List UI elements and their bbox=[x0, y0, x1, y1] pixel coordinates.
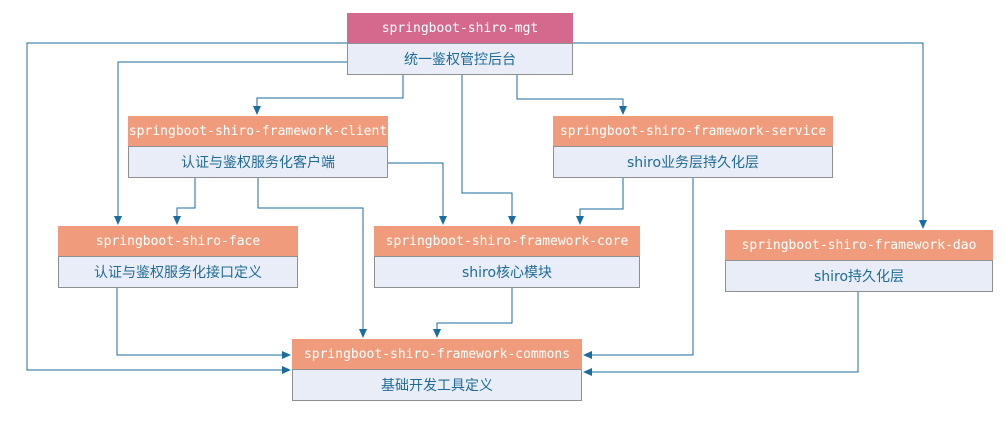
node-title: springboot-shiro-framework-client bbox=[128, 116, 388, 146]
edge-core-to-commons bbox=[433, 288, 513, 338]
node-title: springboot-shiro-face bbox=[58, 226, 298, 256]
node-subtitle: 认证与鉴权服务化客户端 bbox=[128, 146, 388, 178]
edge-mgt-to-face bbox=[114, 61, 347, 225]
node-springboot-shiro-framework-commons: springboot-shiro-framework-commons 基础开发工… bbox=[292, 339, 582, 401]
edge-mgt-to-commons bbox=[26, 42, 347, 374]
node-title: springboot-shiro-mgt bbox=[347, 13, 573, 43]
node-subtitle: shiro持久化层 bbox=[725, 260, 993, 292]
edge-face-to-commons bbox=[116, 288, 291, 359]
node-subtitle: 统一鉴权管控后台 bbox=[347, 43, 573, 75]
edge-client-to-core bbox=[388, 162, 447, 225]
edge-mgt-to-service bbox=[516, 74, 627, 115]
node-subtitle: shiro业务层持久化层 bbox=[553, 146, 833, 178]
edge-mgt-to-client bbox=[253, 74, 404, 115]
node-springboot-shiro-framework-dao: springboot-shiro-framework-dao shiro持久化层 bbox=[725, 230, 993, 292]
node-title: springboot-shiro-framework-commons bbox=[292, 339, 582, 369]
node-subtitle: 基础开发工具定义 bbox=[292, 369, 582, 401]
edge-client-to-commons bbox=[257, 178, 367, 338]
edge-dao-to-commons bbox=[583, 292, 859, 376]
node-title: springboot-shiro-framework-service bbox=[553, 116, 833, 146]
node-subtitle: 认证与鉴权服务化接口定义 bbox=[58, 256, 298, 288]
node-springboot-shiro-mgt: springboot-shiro-mgt 统一鉴权管控后台 bbox=[347, 13, 573, 75]
node-springboot-shiro-face: springboot-shiro-face 认证与鉴权服务化接口定义 bbox=[58, 226, 298, 288]
edge-service-to-core bbox=[576, 178, 624, 225]
node-title: springboot-shiro-framework-core bbox=[374, 226, 640, 256]
node-springboot-shiro-framework-client: springboot-shiro-framework-client 认证与鉴权服… bbox=[128, 116, 388, 178]
edge-mgt-to-core bbox=[461, 74, 516, 225]
node-springboot-shiro-framework-core: springboot-shiro-framework-core shiro核心模… bbox=[374, 226, 640, 288]
node-subtitle: shiro核心模块 bbox=[374, 256, 640, 288]
node-title: springboot-shiro-framework-dao bbox=[725, 230, 993, 260]
edge-client-to-face bbox=[173, 178, 196, 225]
edge-mgt-to-dao bbox=[573, 42, 927, 229]
edge-service-to-commons bbox=[583, 178, 694, 359]
node-springboot-shiro-framework-service: springboot-shiro-framework-service shiro… bbox=[553, 116, 833, 178]
